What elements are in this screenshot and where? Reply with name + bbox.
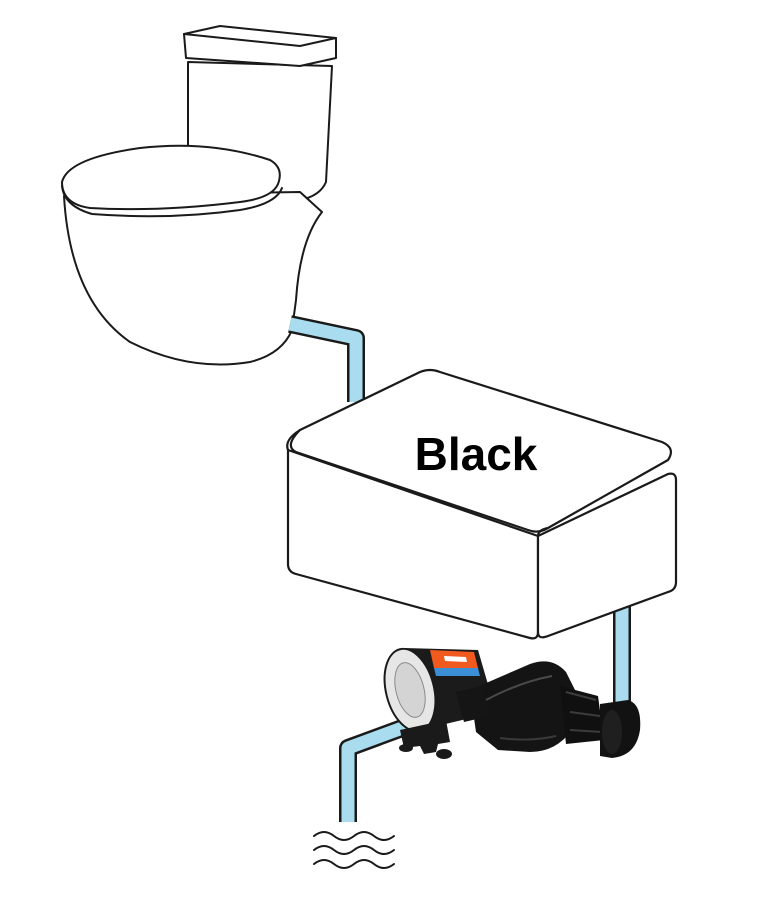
tank-top-face bbox=[289, 368, 672, 533]
holding-tank bbox=[286, 368, 678, 640]
pump-feet bbox=[400, 720, 450, 754]
toilet-icon bbox=[61, 25, 337, 366]
water-waves-icon bbox=[313, 831, 395, 869]
pump-label-sticker bbox=[430, 650, 480, 676]
tank-label: Black bbox=[415, 428, 538, 480]
pump-outlet-nozzle bbox=[456, 686, 490, 722]
toilet-bowl bbox=[63, 191, 323, 366]
pipe-toilet-to-tank bbox=[288, 315, 365, 402]
macerator-pump-icon bbox=[383, 647, 641, 759]
toilet-seat-lid bbox=[61, 144, 281, 211]
toilet-cistern-lid bbox=[183, 33, 337, 67]
tank-right-face bbox=[536, 472, 678, 639]
pump-head bbox=[470, 661, 580, 752]
